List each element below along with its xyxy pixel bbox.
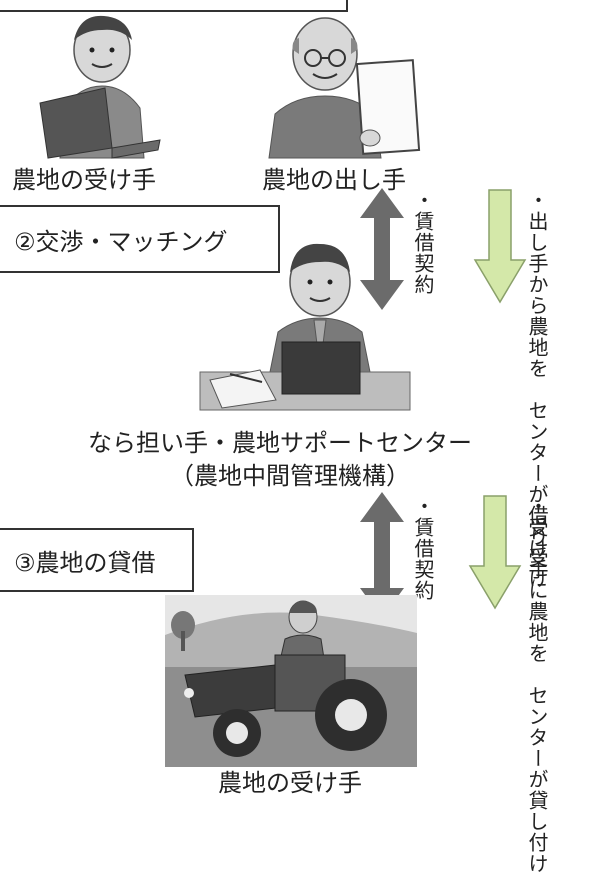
receiver-laptop-illustration	[39, 15, 161, 159]
provider-elder-illustration	[268, 17, 421, 159]
lend-note-lower: ・受け手に農地を センターが貸し付け	[525, 496, 549, 874]
step2-box: ②交渉・マッチング	[0, 205, 280, 273]
lease-note-upper: ・賃借契約	[411, 190, 435, 295]
step2-label: ②交渉・マッチング	[14, 227, 228, 256]
center-name-label: なら担い手・農地サポートセンター	[88, 429, 472, 457]
lease-note-lower: ・賃借契約	[411, 496, 435, 601]
upper-green-arrow	[473, 189, 527, 304]
step3-box: ③農地の貸借	[0, 528, 194, 592]
center-sub-label: （農地中間管理機構）	[170, 462, 410, 490]
upper-double-arrow	[360, 188, 404, 310]
tractor-farmer-illustration	[165, 595, 417, 767]
receiver-bottom-label: 農地の受け手	[218, 769, 362, 797]
lower-green-arrow	[468, 495, 522, 610]
top-box-border	[0, 0, 348, 12]
borrow-note-upper: ・出し手から農地を センターが借り受け	[525, 190, 549, 589]
lower-double-arrow	[360, 492, 404, 618]
step3-label: ③農地の貸借	[14, 548, 156, 577]
center-office-illustration	[199, 243, 411, 411]
receiver-top-label: 農地の受け手	[12, 166, 156, 194]
